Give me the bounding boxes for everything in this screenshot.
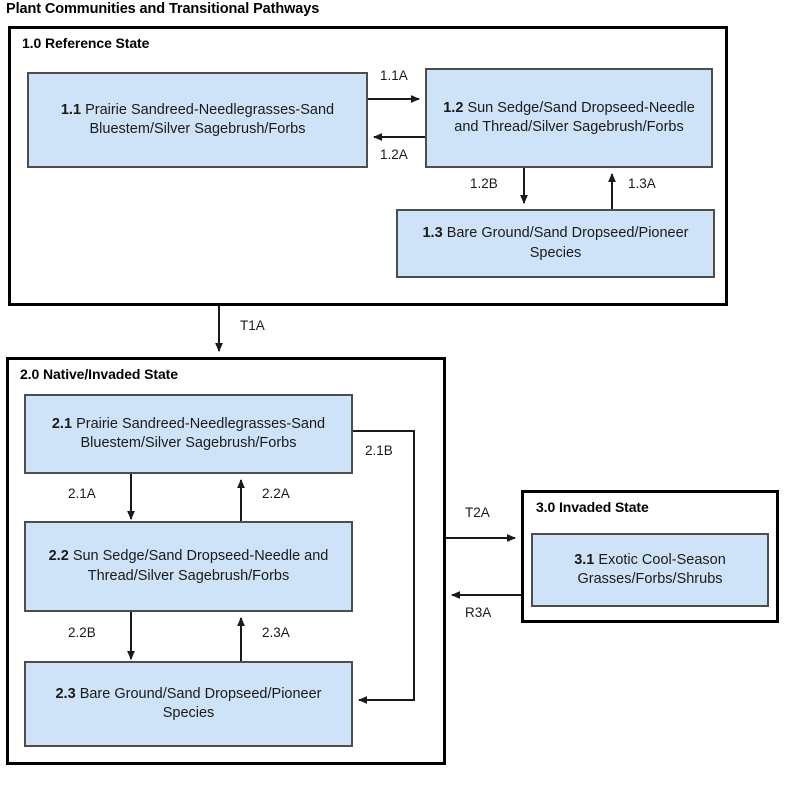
community-label-1-3: Bare Ground/Sand Dropseed/Pioneer Specie… bbox=[446, 225, 689, 261]
pathway-label-2-1A: 2.1A bbox=[68, 486, 96, 501]
community-text-2-2: 2.2 Sun Sedge/Sand Dropseed-Needle and T… bbox=[32, 547, 345, 586]
state-label-native-invaded: 2.0 Native/Invaded State bbox=[20, 366, 178, 382]
pathway-label-2-2B: 2.2B bbox=[68, 625, 96, 640]
community-text-1-2: 1.2 Sun Sedge/Sand Dropseed-Needle and T… bbox=[433, 99, 705, 138]
state-box-reference bbox=[8, 26, 728, 306]
community-box-2-3[interactable]: 2.3 Bare Ground/Sand Dropseed/Pioneer Sp… bbox=[24, 661, 353, 747]
community-number-2-2: 2.2 bbox=[48, 548, 69, 565]
state-box-native-invaded bbox=[6, 357, 446, 765]
community-label-2-2: Sun Sedge/Sand Dropseed-Needle and Threa… bbox=[72, 548, 329, 584]
community-text-3-1: 3.1 Exotic Cool-Season Grasses/Forbs/Shr… bbox=[539, 551, 761, 590]
pathway-label-2-1B: 2.1B bbox=[365, 443, 393, 458]
community-text-2-3: 2.3 Bare Ground/Sand Dropseed/Pioneer Sp… bbox=[32, 685, 345, 724]
pathway-label-2-3A: 2.3A bbox=[262, 625, 290, 640]
pathway-label-T1A: T1A bbox=[240, 318, 265, 333]
state-label-reference: 1.0 Reference State bbox=[22, 35, 150, 51]
community-label-1-1: Prairie Sandreed-Needlegrasses-Sand Blue… bbox=[85, 101, 335, 137]
community-label-2-3: Bare Ground/Sand Dropseed/Pioneer Specie… bbox=[79, 685, 322, 721]
community-box-2-1[interactable]: 2.1 Prairie Sandreed-Needlegrasses-Sand … bbox=[24, 394, 353, 474]
pathway-label-2-2A: 2.2A bbox=[262, 486, 290, 501]
page-title: Plant Communities and Transitional Pathw… bbox=[6, 1, 320, 17]
community-number-2-1: 2.1 bbox=[51, 415, 73, 432]
community-box-2-2[interactable]: 2.2 Sun Sedge/Sand Dropseed-Needle and T… bbox=[24, 521, 353, 612]
community-box-1-1[interactable]: 1.1 Prairie Sandreed-Needlegrasses-Sand … bbox=[27, 72, 368, 168]
community-number-3-1: 3.1 bbox=[574, 551, 595, 568]
community-box-1-3[interactable]: 1.3 Bare Ground/Sand Dropseed/Pioneer Sp… bbox=[396, 209, 715, 278]
community-label-2-1: Prairie Sandreed-Needlegrasses-Sand Blue… bbox=[76, 415, 326, 451]
community-box-1-2[interactable]: 1.2 Sun Sedge/Sand Dropseed-Needle and T… bbox=[425, 68, 713, 168]
community-text-1-3: 1.3 Bare Ground/Sand Dropseed/Pioneer Sp… bbox=[404, 224, 707, 263]
community-label-1-2: Sun Sedge/Sand Dropseed-Needle and Threa… bbox=[454, 99, 695, 135]
state-label-invaded: 3.0 Invaded State bbox=[536, 499, 649, 515]
pathway-label-1-2B: 1.2B bbox=[470, 176, 498, 191]
community-box-3-1[interactable]: 3.1 Exotic Cool-Season Grasses/Forbs/Shr… bbox=[531, 533, 769, 607]
community-text-1-1: 1.1 Prairie Sandreed-Needlegrasses-Sand … bbox=[35, 101, 360, 140]
pathway-label-R3A: R3A bbox=[465, 605, 492, 620]
community-number-1-1: 1.1 bbox=[60, 101, 82, 118]
community-number-1-3: 1.3 bbox=[422, 225, 443, 242]
pathway-label-1-1A: 1.1A bbox=[380, 68, 408, 83]
community-number-1-2: 1.2 bbox=[443, 99, 464, 116]
pathway-label-1-3A: 1.3A bbox=[628, 176, 656, 191]
pathway-label-1-2A: 1.2A bbox=[380, 147, 408, 162]
pathway-label-T2A: T2A bbox=[465, 505, 490, 520]
community-text-2-1: 2.1 Prairie Sandreed-Needlegrasses-Sand … bbox=[32, 415, 345, 454]
community-label-3-1: Exotic Cool-Season Grasses/Forbs/Shrubs bbox=[577, 551, 726, 587]
state-box-invaded bbox=[521, 490, 779, 623]
community-number-2-3: 2.3 bbox=[55, 685, 76, 702]
